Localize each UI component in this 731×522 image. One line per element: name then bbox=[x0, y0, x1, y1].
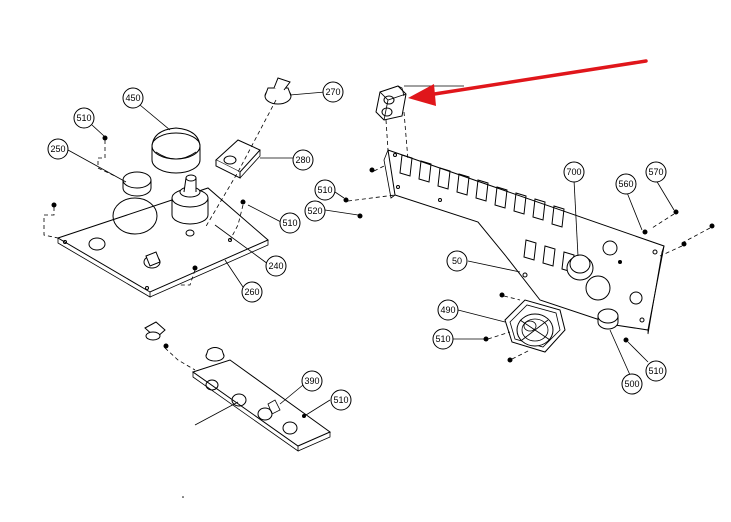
callout-280: 280 bbox=[292, 149, 314, 171]
right-main-panel bbox=[387, 149, 665, 331]
part-270-knob bbox=[264, 77, 292, 105]
part-280-bracket bbox=[215, 139, 261, 179]
svg-text:520: 520 bbox=[307, 206, 322, 216]
leader-lines bbox=[67, 91, 675, 416]
callout-570: 570 bbox=[645, 161, 667, 183]
svg-text:560: 560 bbox=[618, 179, 633, 189]
callout-500: 500 bbox=[621, 373, 643, 395]
callout-510-bottom: 510 bbox=[330, 389, 352, 411]
svg-text:250: 250 bbox=[50, 144, 65, 154]
callout-390: 390 bbox=[301, 370, 323, 392]
left-base-plate bbox=[56, 187, 269, 293]
svg-text:510: 510 bbox=[333, 395, 348, 405]
callout-450: 450 bbox=[122, 87, 144, 109]
left-panel-assembly bbox=[43, 77, 292, 298]
left-screws bbox=[43, 135, 246, 286]
svg-text:510: 510 bbox=[648, 366, 663, 376]
part-250-button bbox=[122, 171, 152, 197]
part-500-cap bbox=[597, 308, 619, 330]
part-switch-body bbox=[171, 174, 209, 225]
callout-510-mid-left: 510 bbox=[279, 212, 301, 234]
callout-50: 50 bbox=[446, 250, 468, 272]
svg-text:50: 50 bbox=[452, 256, 462, 266]
svg-text:510: 510 bbox=[76, 113, 91, 123]
svg-text:510: 510 bbox=[317, 185, 332, 195]
part-highlighted-switch bbox=[375, 85, 407, 121]
svg-text:570: 570 bbox=[648, 167, 663, 177]
svg-text:240: 240 bbox=[268, 261, 283, 271]
svg-text:700: 700 bbox=[566, 167, 581, 177]
callout-270: 270 bbox=[322, 81, 344, 103]
svg-text:510: 510 bbox=[435, 334, 450, 344]
svg-text:270: 270 bbox=[325, 87, 340, 97]
svg-text:260: 260 bbox=[244, 287, 259, 297]
part-700-knob bbox=[566, 254, 594, 281]
red-arrow-indicator bbox=[408, 59, 648, 106]
part-490-gauge bbox=[504, 299, 566, 353]
right-screws bbox=[343, 164, 715, 363]
callout-510-lower-right: 510 bbox=[645, 360, 667, 382]
callout-490: 490 bbox=[437, 299, 459, 321]
callout-510-top-left: 510 bbox=[73, 107, 95, 129]
right-panel-assembly bbox=[343, 85, 715, 363]
svg-text:490: 490 bbox=[440, 305, 455, 315]
svg-text:500: 500 bbox=[624, 379, 639, 389]
svg-text:510: 510 bbox=[282, 218, 297, 228]
switch-slots bbox=[399, 154, 575, 273]
callout-520: 520 bbox=[304, 200, 326, 222]
callout-510-center: 510 bbox=[314, 179, 336, 201]
lower-strip-assembly bbox=[144, 321, 332, 452]
callout-510-lower-center: 510 bbox=[432, 328, 454, 350]
callout-250: 250 bbox=[47, 138, 69, 160]
part-450-cap bbox=[151, 127, 201, 174]
callout-260: 260 bbox=[241, 281, 263, 303]
svg-text:450: 450 bbox=[125, 93, 140, 103]
callout-700: 700 bbox=[563, 161, 585, 183]
callout-240: 240 bbox=[265, 255, 287, 277]
callout-560: 560 bbox=[615, 173, 637, 195]
svg-text:390: 390 bbox=[304, 376, 319, 386]
svg-text:280: 280 bbox=[295, 155, 310, 165]
